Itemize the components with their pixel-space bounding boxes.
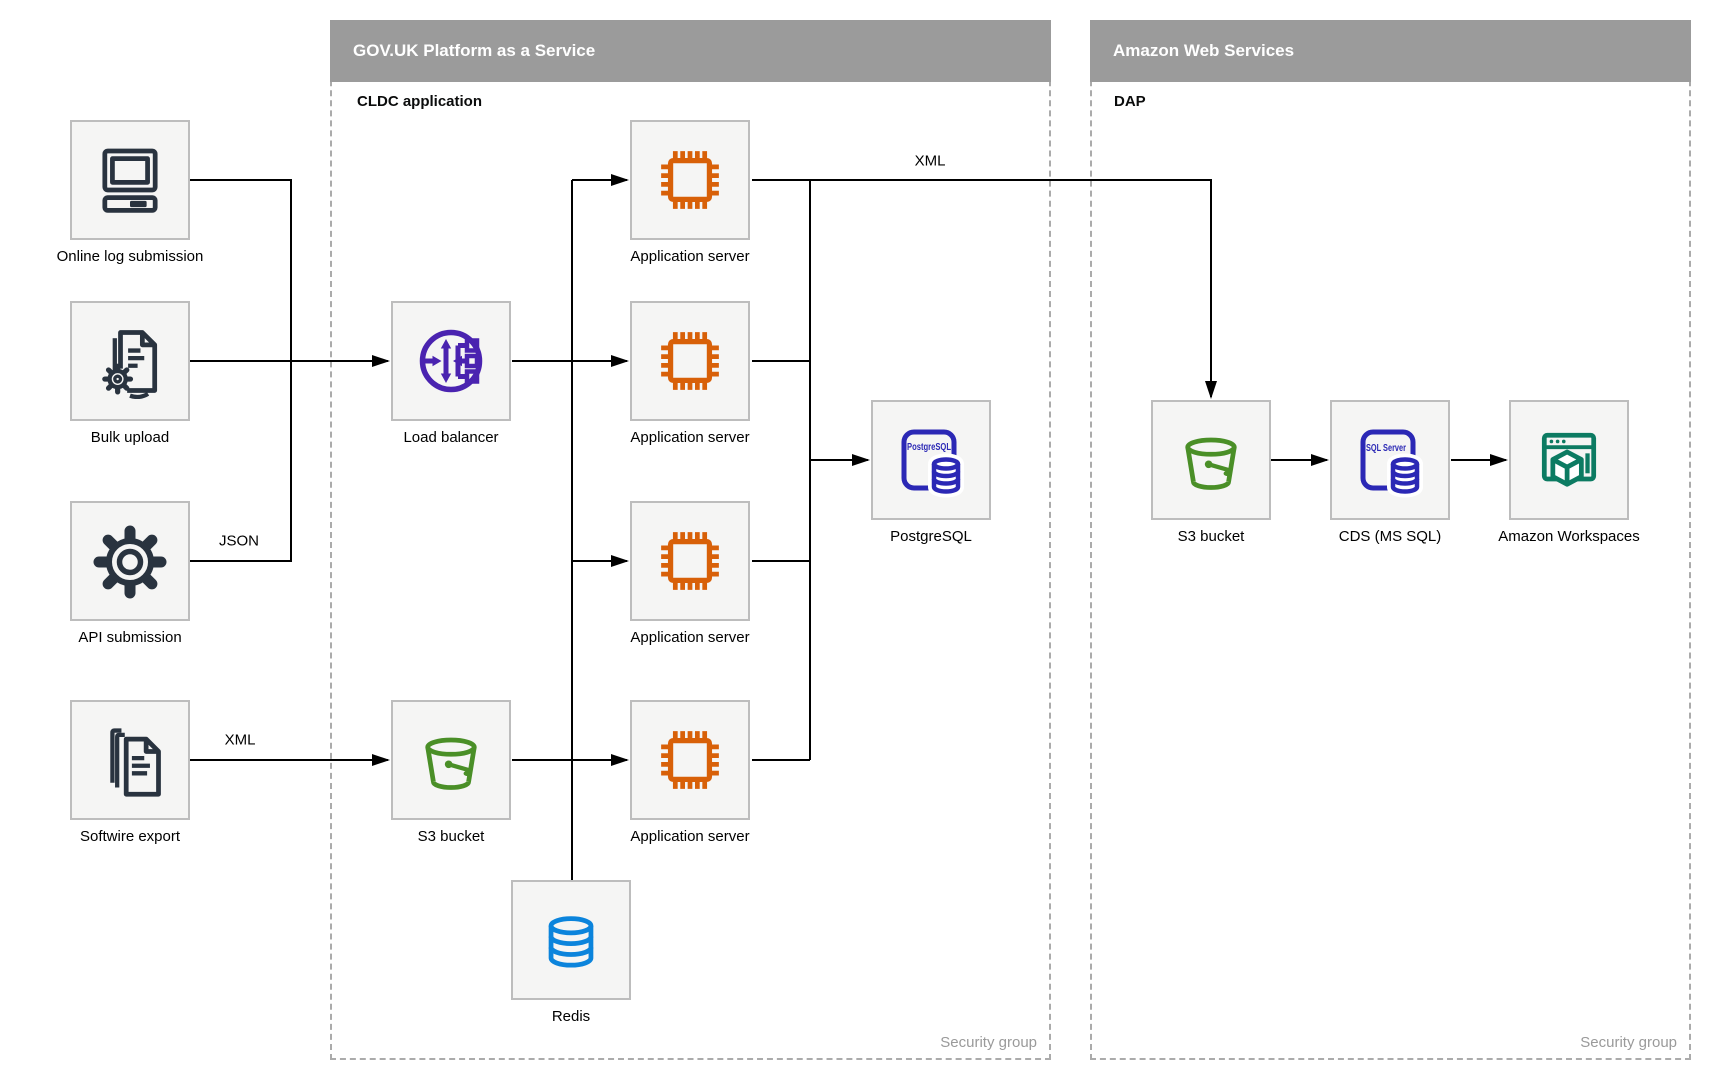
- node-label: Load balancer: [403, 429, 499, 446]
- node-box: [511, 880, 631, 1000]
- node-box: [391, 700, 511, 820]
- node-box: [70, 301, 190, 421]
- sql-server-icon: SQL Server: [1360, 429, 1423, 498]
- aws-header: Amazon Web Services: [1090, 20, 1691, 82]
- govuk-paas-container: GOV.UK Platform as a Service CLDC applic…: [330, 20, 1051, 1060]
- node-label: Application server: [630, 828, 750, 845]
- node-api-submission: API submission: [70, 501, 190, 646]
- node-softwire-export: Softwire export: [70, 700, 190, 845]
- node-label: Softwire export: [79, 828, 181, 845]
- gear-icon: [93, 525, 167, 599]
- cldc-application-label: CLDC application: [357, 93, 483, 110]
- dap-label: DAP: [1114, 93, 1146, 110]
- load-balancer-icon: [419, 329, 483, 393]
- node-label: API submission: [78, 629, 182, 646]
- node-box: [391, 301, 511, 421]
- node-label: Redis: [551, 1008, 591, 1025]
- node-label: Bulk upload: [90, 429, 170, 446]
- computer-icon: [102, 148, 158, 213]
- node-label: CDS (MS SQL): [1338, 528, 1442, 545]
- node-label: S3 bucket: [417, 828, 485, 845]
- chip-icon: [661, 151, 719, 209]
- govuk-security-group-label: Security group: [940, 1034, 1037, 1051]
- node-box: [70, 120, 190, 240]
- node-bulk-upload: Bulk upload: [70, 301, 190, 446]
- workspaces-icon: [1541, 432, 1597, 487]
- document-gear-icon: [102, 330, 158, 399]
- node-box: [630, 301, 750, 421]
- node-label: PostgreSQL: [890, 528, 972, 545]
- chip-icon: [661, 332, 719, 390]
- bucket-icon: [425, 737, 477, 790]
- node-box: SQL Server: [1330, 400, 1450, 520]
- node-s3-bucket-aws: S3 bucket: [1151, 400, 1271, 545]
- node-amazon-workspaces: Amazon Workspaces: [1498, 400, 1640, 545]
- node-label: Application server: [630, 429, 750, 446]
- node-box: [70, 501, 190, 621]
- node-label: Online log submission: [56, 248, 204, 265]
- documents-stack-icon: [110, 728, 161, 797]
- node-application-server-4: Application server: [630, 700, 750, 845]
- edge-sources-junction: [190, 179, 292, 562]
- sql-server-icon-text: SQL Server: [1366, 442, 1406, 454]
- node-label: Application server: [630, 248, 750, 265]
- node-application-server-2: Application server: [630, 301, 750, 446]
- node-box: [1151, 400, 1271, 520]
- node-box: [630, 700, 750, 820]
- node-cds-mssql: SQL Server CDS (MS SQL): [1330, 400, 1450, 545]
- chip-icon: [661, 532, 719, 590]
- node-label: Application server: [630, 629, 750, 646]
- postgresql-icon-text: PostgreSQL: [907, 442, 951, 453]
- json-edge-label: JSON: [218, 532, 260, 550]
- aws-security-group-label: Security group: [1580, 1034, 1677, 1051]
- node-redis: Redis: [511, 880, 631, 1025]
- node-postgresql: PostgreSQL PostgreSQL: [871, 400, 991, 545]
- node-box: [630, 501, 750, 621]
- node-box: PostgreSQL: [871, 400, 991, 520]
- xml-softwire-edge-label: XML: [224, 731, 256, 749]
- chip-icon: [661, 731, 719, 789]
- node-online-log-submission: Online log submission: [57, 120, 203, 265]
- node-box: [1509, 400, 1629, 520]
- node-s3-bucket-govuk: S3 bucket: [391, 700, 511, 845]
- node-box: [630, 120, 750, 240]
- node-load-balancer: Load balancer: [391, 301, 511, 446]
- node-label: S3 bucket: [1177, 528, 1245, 545]
- bucket-icon: [1185, 437, 1237, 490]
- aws-container: Amazon Web Services DAP Security group: [1090, 20, 1691, 1060]
- govuk-paas-header: GOV.UK Platform as a Service: [330, 20, 1051, 82]
- redis-database-icon: [548, 916, 594, 968]
- xml-appserver-edge-label: XML: [914, 152, 946, 170]
- node-label: Amazon Workspaces: [1498, 528, 1640, 545]
- node-box: [70, 700, 190, 820]
- node-application-server-3: Application server: [630, 501, 750, 646]
- postgresql-icon: PostgreSQL: [901, 429, 964, 498]
- node-application-server-1: Application server: [630, 120, 750, 265]
